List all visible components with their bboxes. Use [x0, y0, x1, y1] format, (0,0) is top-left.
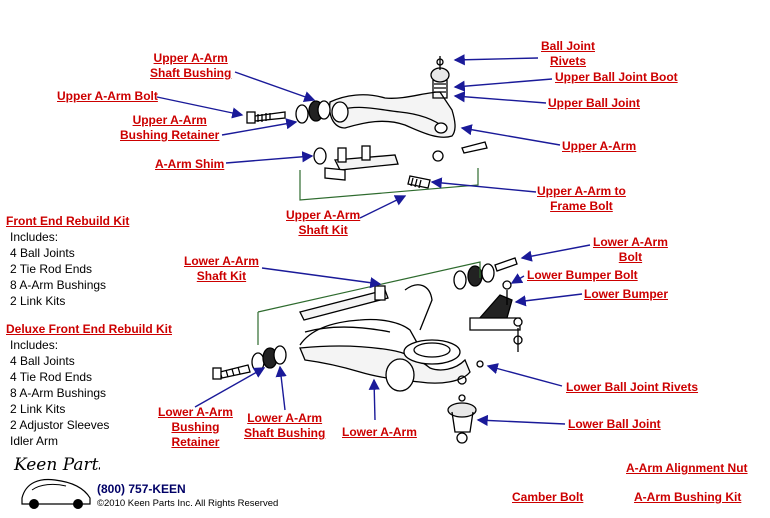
label-line: Shaft Kit	[298, 223, 348, 237]
label-lower-aarm-shaft-kit[interactable]: Lower A-Arm Shaft Kit	[184, 254, 259, 284]
label-line: Upper A-Arm	[286, 208, 361, 222]
label-line: Lower Ball Joint	[568, 417, 661, 431]
label-line: Rivets	[549, 54, 587, 68]
label-line: A-Arm Bushing Kit	[634, 490, 742, 504]
label-aarm-shim[interactable]: A-Arm Shim	[155, 157, 224, 172]
label-lower-aarm-shaft-bushing[interactable]: Lower A-Arm Shaft Bushing	[244, 411, 325, 441]
logo-text: Keen Parts	[13, 455, 100, 475]
label-lower-bumper[interactable]: Lower Bumper	[584, 287, 668, 302]
label-lower-aarm[interactable]: Lower A-Arm	[342, 425, 417, 440]
kit-item: 8 A-Arm Bushings	[10, 278, 107, 292]
label-upper-aarm-bolt[interactable]: Upper A-Arm Bolt	[57, 89, 158, 104]
keen-parts-logo: Keen Parts	[13, 455, 100, 509]
label-line: Upper A-Arm Bolt	[57, 89, 158, 103]
label-lower-ball-joint-rivets[interactable]: Lower Ball Joint Rivets	[566, 380, 698, 395]
label-line: Lower A-Arm	[184, 254, 259, 268]
kit-includes: Includes:	[10, 230, 59, 244]
label-line: Upper A-Arm	[153, 51, 228, 65]
label-upper-ball-joint-boot[interactable]: Upper Ball Joint Boot	[555, 70, 678, 85]
label-line: Lower A-Arm	[593, 235, 668, 249]
label-line: Lower Bumper Bolt	[527, 268, 638, 282]
label-line: Shaft Kit	[196, 269, 247, 283]
label-line: Shaft Bushing	[244, 426, 326, 440]
label-line: Lower Ball Joint Rivets	[566, 380, 699, 394]
label-line: Retainer	[171, 435, 220, 449]
label-aarm-bushing-kit[interactable]: A-Arm Bushing Kit	[634, 490, 741, 505]
upper-assembly	[246, 56, 488, 189]
label-line: Upper A-Arm to	[537, 184, 626, 198]
label-line: Upper A-Arm	[562, 139, 637, 153]
label-line: Camber Bolt	[512, 490, 584, 504]
label-line: A-Arm Shim	[155, 157, 225, 171]
label-upper-aarm-to-frame-bolt[interactable]: Upper A-Arm to Frame Bolt	[537, 184, 626, 214]
front-end-kit-title[interactable]: Front End Rebuild Kit	[6, 214, 130, 228]
kit-item: 4 Ball Joints	[10, 246, 75, 260]
label-camber-bolt[interactable]: Camber Bolt	[512, 490, 583, 505]
lower-assembly	[212, 257, 523, 444]
label-line: Bushing	[171, 420, 220, 434]
label-upper-aarm-shaft-bushing[interactable]: Upper A-Arm Shaft Bushing	[150, 51, 231, 81]
phone-number: (800) 757-KEEN	[97, 482, 186, 496]
kit-item: 2 Link Kits	[10, 402, 66, 416]
kit-item: 2 Adjustor Sleeves	[10, 418, 110, 432]
label-lower-ball-joint[interactable]: Lower Ball Joint	[568, 417, 661, 432]
label-line: Shaft Bushing	[150, 66, 232, 80]
label-line: Upper Ball Joint	[548, 96, 641, 110]
kit-item: 4 Ball Joints	[10, 354, 75, 368]
label-aarm-alignment-nut[interactable]: A-Arm Alignment Nut	[626, 461, 748, 476]
label-line: Bushing Retainer	[120, 128, 220, 142]
label-line: Lower Bumper	[584, 287, 669, 301]
label-upper-ball-joint[interactable]: Upper Ball Joint	[548, 96, 640, 111]
kit-item: Idler Arm	[10, 434, 59, 448]
label-line: Bolt	[618, 250, 643, 264]
label-ball-joint-rivets[interactable]: Ball Joint Rivets	[541, 39, 595, 69]
kit-item: 2 Tie Rod Ends	[10, 262, 93, 276]
copyright: ©2010 Keen Parts Inc. All Rights Reserve…	[97, 498, 279, 509]
label-line: Lower A-Arm	[342, 425, 417, 439]
label-line: Lower A-Arm	[158, 405, 233, 419]
label-line: Upper Ball Joint Boot	[555, 70, 678, 84]
label-lower-aarm-bushing-retainer[interactable]: Lower A-Arm Bushing Retainer	[158, 405, 233, 450]
label-line: Lower A-Arm	[247, 411, 323, 425]
kit-includes: Includes:	[10, 338, 59, 352]
deluxe-front-end-rebuild-kit: Deluxe Front End Rebuild Kit Includes: 4…	[6, 321, 172, 449]
upper-shaft-kit-bracket	[299, 168, 479, 201]
kit-item: 2 Link Kits	[10, 294, 66, 308]
kit-item: 8 A-Arm Bushings	[10, 386, 107, 400]
label-line: A-Arm Alignment Nut	[626, 461, 748, 475]
label-upper-aarm[interactable]: Upper A-Arm	[562, 139, 636, 154]
deluxe-kit-title[interactable]: Deluxe Front End Rebuild Kit	[6, 322, 173, 336]
label-line: Frame Bolt	[550, 199, 613, 213]
label-upper-aarm-shaft-kit[interactable]: Upper A-Arm Shaft Kit	[286, 208, 360, 238]
label-line: Upper A-Arm	[132, 113, 207, 127]
label-upper-aarm-bushing-retainer[interactable]: Upper A-Arm Bushing Retainer	[120, 113, 219, 143]
front-end-rebuild-kit: Front End Rebuild Kit Includes: 4 Ball J…	[6, 213, 129, 309]
label-lower-bumper-bolt[interactable]: Lower Bumper Bolt	[527, 268, 638, 283]
label-line: Ball Joint	[541, 39, 596, 53]
kit-item: 4 Tie Rod Ends	[10, 370, 93, 384]
leader-arrows	[156, 54, 591, 427]
lower-shaft-kit-bracket	[257, 261, 481, 345]
label-lower-aarm-bolt[interactable]: Lower A-Arm Bolt	[593, 235, 668, 265]
